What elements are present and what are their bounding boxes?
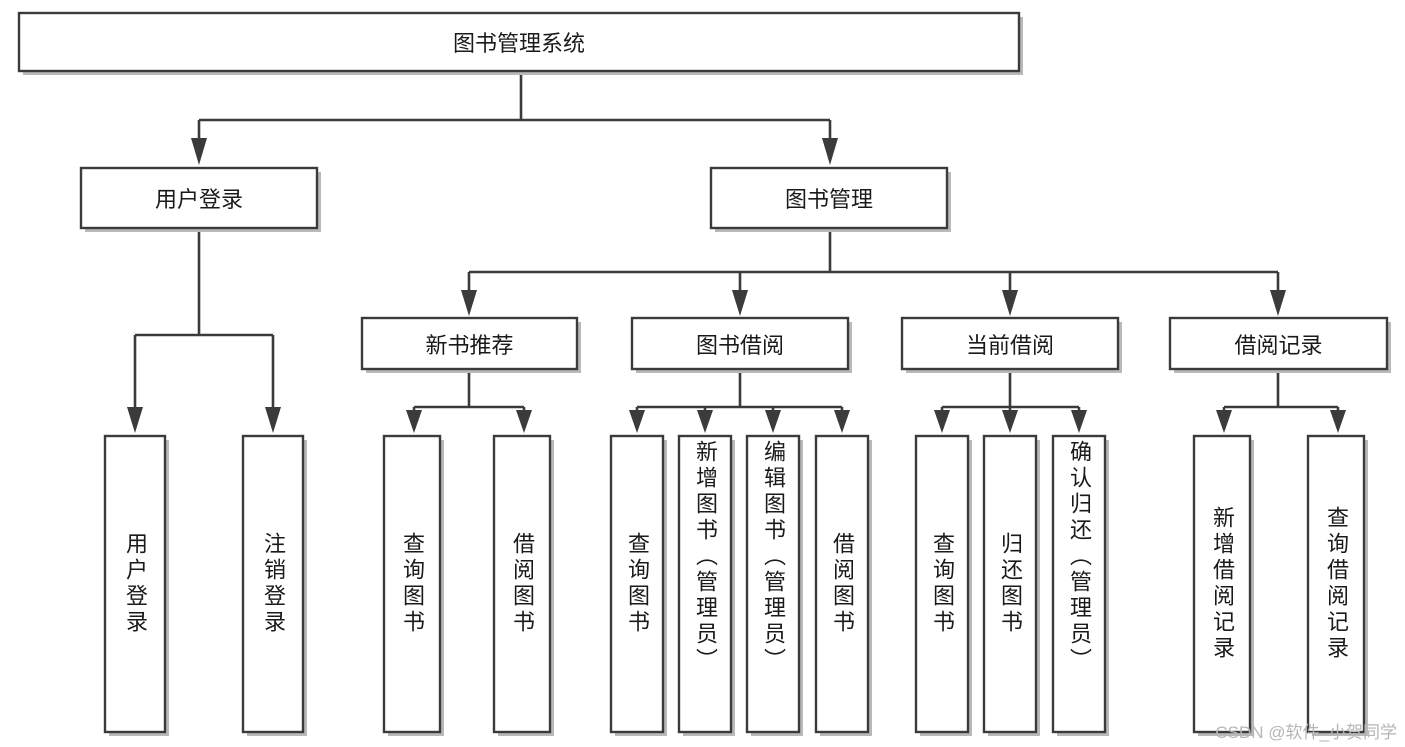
- node-box-leaf-edit-book[interactable]: [745, 434, 801, 734]
- node-box-leaf-add-book[interactable]: [677, 434, 733, 734]
- node-box-leaf-query-book-3[interactable]: [914, 434, 970, 734]
- arrow-to-leaf-query-book-2: [629, 410, 645, 433]
- arrow-to-leaf-edit-book: [765, 410, 781, 433]
- node-box-root[interactable]: [17, 11, 1021, 73]
- node-box-leaf-add-record[interactable]: [1192, 434, 1252, 734]
- arrow-to-leaf-query-book-3: [934, 410, 950, 433]
- arrow-to-leaf-logout: [265, 407, 281, 433]
- arrow-to-leaf-query-record: [1330, 410, 1346, 433]
- node-box-leaf-query-record[interactable]: [1306, 434, 1366, 734]
- node-box-user-login[interactable]: [79, 166, 319, 230]
- arrow-to-leaf-user-login: [127, 407, 143, 433]
- node-box-borrow-record[interactable]: [1168, 316, 1389, 371]
- node-box-leaf-query-book-1[interactable]: [382, 434, 442, 734]
- arrow-to-current-borrow: [1002, 290, 1018, 316]
- node-box-leaf-borrow-book-1[interactable]: [492, 434, 552, 734]
- node-box-leaf-confirm-return[interactable]: [1051, 434, 1107, 734]
- node-box-leaf-borrow-book-2[interactable]: [814, 434, 870, 734]
- arrow-to-new-book-rec: [461, 290, 477, 316]
- node-box-new-book-rec[interactable]: [360, 316, 579, 371]
- arrow-to-leaf-borrow-book-2: [834, 410, 850, 433]
- connector-layer: [127, 75, 1346, 433]
- node-box-leaf-logout[interactable]: [241, 434, 305, 734]
- node-box-leaf-return-book[interactable]: [982, 434, 1038, 734]
- node-box-leaf-user-login[interactable]: [103, 434, 167, 734]
- node-box-leaf-query-book-2[interactable]: [609, 434, 665, 734]
- arrow-to-leaf-return-book: [1002, 410, 1018, 433]
- arrow-to-leaf-add-record: [1216, 410, 1232, 433]
- node-box-current-borrow[interactable]: [900, 316, 1120, 371]
- node-box-book-manage[interactable]: [709, 166, 949, 230]
- arrow-to-leaf-confirm-return: [1071, 410, 1087, 433]
- node-box-layer: [17, 11, 1391, 736]
- arrow-to-book-borrow: [732, 290, 748, 316]
- arrow-to-leaf-add-book: [697, 410, 713, 433]
- arrow-to-leaf-query-book-1: [406, 410, 422, 433]
- node-box-book-borrow[interactable]: [630, 316, 850, 371]
- arrow-to-leaf-borrow-book-1: [516, 410, 532, 433]
- arrow-root-to-book-manage: [822, 138, 838, 165]
- csdn-watermark: CSDN @软件_小贺同学: [1215, 723, 1397, 742]
- arrow-to-borrow-record: [1270, 290, 1286, 316]
- arrow-root-to-user-login: [191, 138, 207, 165]
